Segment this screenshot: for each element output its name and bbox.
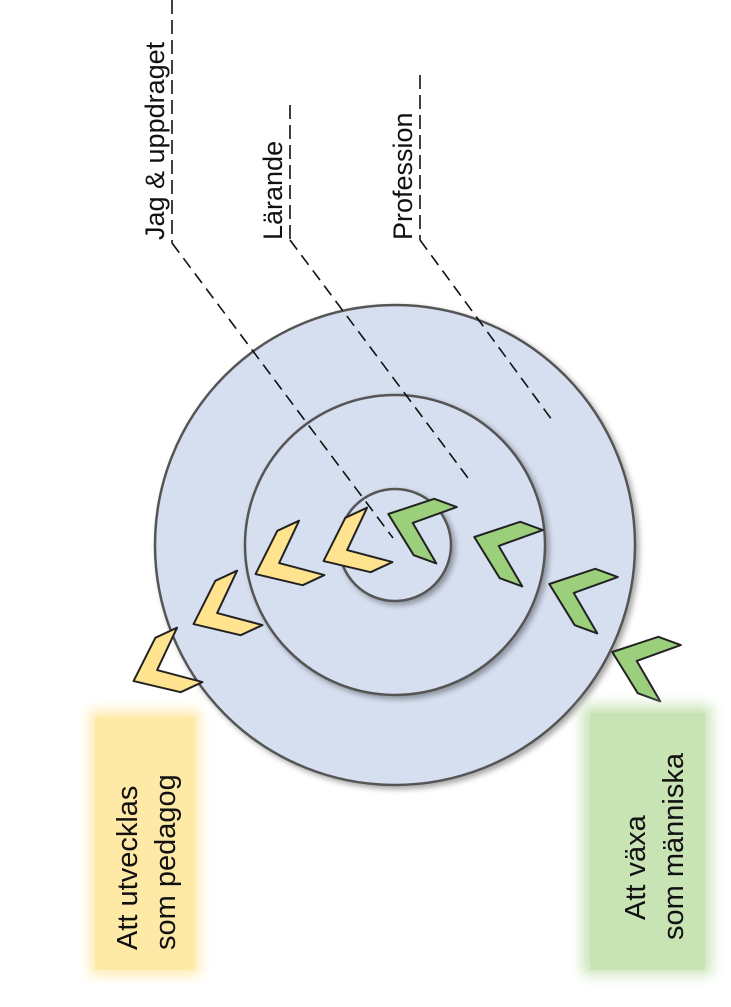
yellow-box bbox=[95, 717, 195, 970]
yellow-chevron-3 bbox=[254, 519, 326, 587]
yellow-chevron-4 bbox=[322, 506, 394, 574]
leader-line-inner bbox=[171, 242, 394, 539]
yellow-box-line1: Att utvecklas bbox=[112, 786, 144, 950]
leader-line-middle bbox=[289, 239, 469, 479]
green-box bbox=[590, 713, 705, 970]
yellow-box-line2: som pedagog bbox=[150, 774, 182, 950]
yellow-chevron-1 bbox=[132, 626, 204, 694]
label-outer-ring: Profession bbox=[388, 112, 418, 240]
label-middle-ring: Lärande bbox=[258, 141, 288, 240]
green-chevron-3 bbox=[548, 567, 619, 635]
green-box-line2: som människa bbox=[658, 752, 690, 940]
green-chevron-1 bbox=[387, 497, 458, 565]
green-chevron-2 bbox=[473, 520, 544, 588]
label-inner-ring: Jag & uppdraget bbox=[140, 41, 170, 240]
yellow-chevron-2 bbox=[192, 569, 264, 637]
green-chevron-4 bbox=[611, 635, 682, 703]
green-box-line1: Att växa bbox=[620, 814, 652, 920]
